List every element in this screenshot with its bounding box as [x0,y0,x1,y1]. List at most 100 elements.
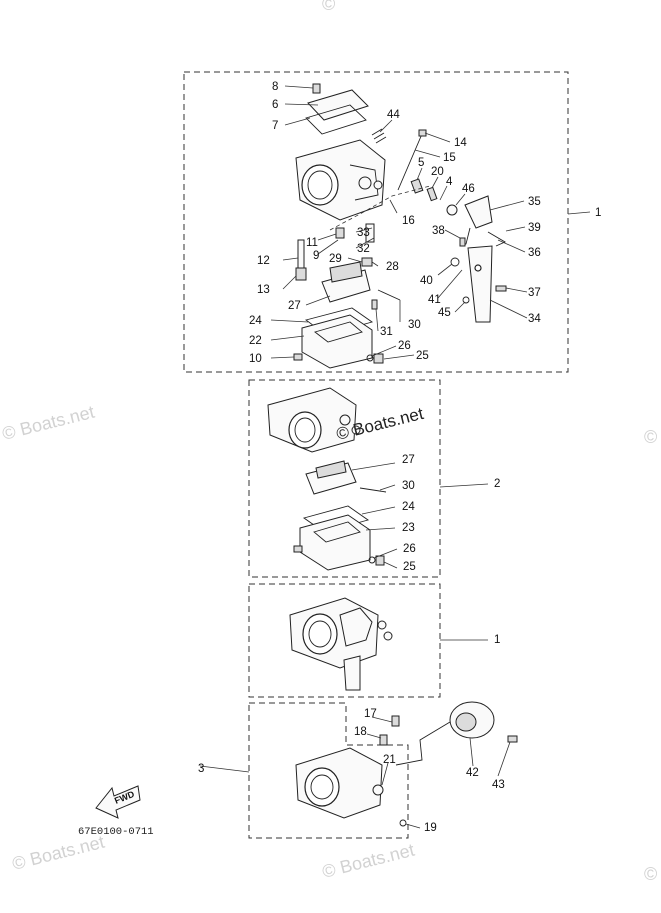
leader-35 [489,200,525,211]
callout-25a: 25 [416,350,429,362]
leader-10 [270,356,295,359]
leader-5 [416,167,423,181]
callout-15: 15 [443,152,456,164]
callout-1a: 1 [595,207,601,219]
callout-3: 3 [198,763,204,775]
leader-25a [383,354,415,360]
leader-33 [355,227,373,233]
leader-39 [505,226,526,232]
float-group-2 [305,460,387,495]
screw-10 [293,353,303,361]
fwd-arrow-icon: FWD [95,785,141,819]
leader-7 [284,117,311,126]
leader-41 [437,269,463,299]
callout-5: 5 [418,157,424,169]
leader-3 [199,765,250,773]
leader-23 [365,527,396,531]
float-bowl-22 [301,314,373,369]
callout-46: 46 [462,183,475,195]
carburetor-assembly-1b [289,597,393,691]
callout-29: 29 [329,253,342,265]
callout-37: 37 [528,287,541,299]
leader-37 [505,287,528,293]
choke-lever-35 [459,195,493,247]
spring-44 [371,128,387,144]
leader-9 [317,239,339,255]
leader-19 [405,823,421,829]
leader-24b [361,506,396,515]
callout-31: 31 [380,326,393,338]
leader-27b [351,462,396,471]
callout-44: 44 [387,109,400,121]
leader-15 [414,149,441,158]
callout-26b: 26 [403,543,416,555]
leader-dash-a [329,185,431,231]
leader-31 [375,308,379,332]
callout-35: 35 [528,196,541,208]
callout-20: 20 [431,166,444,178]
group-box-3 [248,702,409,839]
carburetor-body-group-2 [267,387,361,453]
carburetor-body-group-3 [295,715,407,827]
leader-2 [439,483,489,488]
callout-7: 7 [272,120,278,132]
pin-30-31 [371,289,401,310]
leader-17 [371,716,393,723]
leader-38 [444,229,461,239]
callout-27a: 27 [288,300,301,312]
callout-41: 41 [428,294,441,306]
callout-6: 6 [272,99,278,111]
drain-screw-25-26 [366,353,384,364]
leader-34 [489,299,528,319]
diagram-code: 67E0100-0711 [78,826,154,838]
callout-9: 9 [313,250,319,262]
callout-1b: 1 [494,634,500,646]
leader-42 [469,737,474,767]
bracket-34 [467,245,493,323]
callout-32: 32 [357,243,370,255]
leader-46 [455,193,466,206]
callout-19: 19 [424,822,437,834]
callout-16: 16 [402,215,415,227]
callout-8: 8 [272,81,278,93]
leader-28 [371,261,379,267]
callout-43: 43 [492,779,505,791]
callout-42: 42 [466,767,479,779]
callout-23: 23 [402,522,415,534]
leader-30b [379,484,396,491]
leader-16 [389,199,398,214]
watermark-bottom-right-edge: © [644,864,657,884]
leader-43 [497,741,511,777]
callout-38: 38 [432,225,445,237]
carburetor-body-top [295,139,386,221]
gasket-7 [305,104,367,135]
diaphragm-42 [395,701,495,766]
leader-26a [371,345,397,357]
leader-12 [282,257,299,261]
group-box-1b [248,583,441,698]
callout-4: 4 [446,176,453,188]
leader-13 [282,275,297,290]
callout-13: 13 [257,284,270,296]
group-box-2 [248,379,441,578]
leader-45 [454,301,466,313]
callout-21: 21 [383,754,396,766]
leader-11 [317,233,337,241]
leader-44 [379,119,393,133]
clip-36 [487,231,506,247]
watermark-top-edge: © [322,0,335,14]
callout-40: 40 [420,275,433,287]
callout-14: 14 [454,137,467,149]
leader-29 [347,257,363,263]
callout-33: 33 [357,227,370,239]
callout-45: 45 [438,307,451,319]
leader-4 [439,185,448,201]
screw-8 [312,83,321,94]
callout-11: 11 [306,237,318,249]
callout-26a: 26 [398,340,411,352]
leader-26b [373,548,398,559]
callout-17: 17 [364,708,377,720]
screws-5-20-4 [410,178,458,216]
callout-27b: 27 [402,454,415,466]
float-bowl-group-2 [293,505,385,571]
